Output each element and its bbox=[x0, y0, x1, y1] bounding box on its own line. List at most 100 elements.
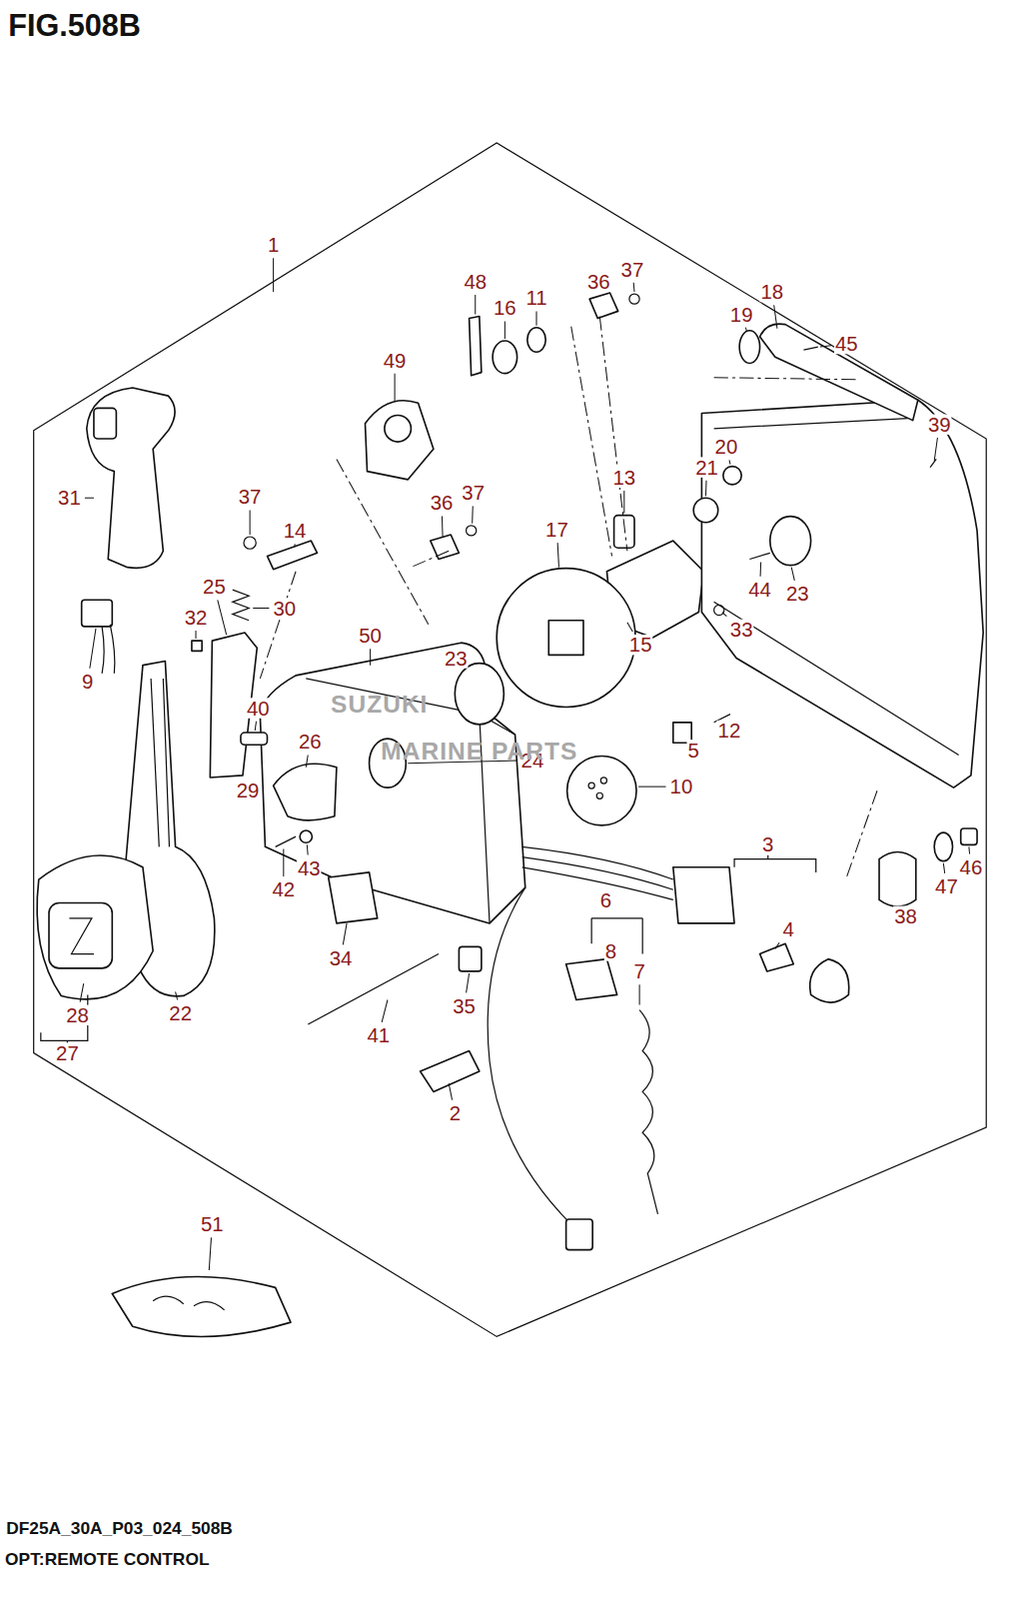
leader-line bbox=[760, 562, 763, 577]
callout-number: 33 bbox=[729, 619, 755, 640]
bracket bbox=[364, 400, 433, 480]
bushing bbox=[492, 340, 518, 374]
callout-number: 2 bbox=[448, 1102, 462, 1123]
ring bbox=[454, 663, 504, 725]
callout-number: 21 bbox=[694, 456, 720, 477]
callout-number: 3 bbox=[761, 834, 775, 855]
leader-line bbox=[272, 257, 274, 292]
callout-number: 7 bbox=[632, 961, 646, 982]
callout-number: 10 bbox=[669, 776, 695, 797]
callout-number: 44 bbox=[747, 579, 773, 600]
cam-hub bbox=[548, 620, 584, 656]
lanyard bbox=[639, 1010, 658, 1214]
callout-number: 34 bbox=[328, 947, 354, 968]
callout-number: 35 bbox=[451, 995, 477, 1016]
spring bbox=[232, 589, 249, 621]
leader-line bbox=[633, 282, 636, 292]
callout-number: 26 bbox=[297, 731, 323, 752]
callout-number: 40 bbox=[245, 697, 271, 718]
buzzer-hole bbox=[596, 792, 603, 799]
ring bbox=[770, 516, 812, 566]
callout-number: 46 bbox=[959, 857, 985, 878]
callout-number: 48 bbox=[462, 271, 488, 292]
callout-number: 22 bbox=[167, 1003, 193, 1024]
screw bbox=[275, 836, 296, 847]
block bbox=[458, 946, 481, 972]
leader-line bbox=[968, 846, 971, 854]
side-cover bbox=[701, 399, 984, 788]
screw bbox=[803, 346, 818, 350]
plate bbox=[420, 1050, 480, 1092]
callout-number: 45 bbox=[834, 333, 860, 354]
leader-line bbox=[208, 1236, 211, 1270]
callout-number: 42 bbox=[270, 879, 296, 900]
callout-number: 17 bbox=[544, 519, 570, 540]
hub-cover bbox=[36, 855, 153, 1000]
leader-line bbox=[705, 480, 708, 496]
neutral-switch bbox=[693, 497, 719, 523]
callout-number: 37 bbox=[460, 482, 486, 503]
screw bbox=[749, 552, 770, 559]
switch-cap bbox=[810, 959, 850, 1003]
callout-number: 8 bbox=[604, 940, 618, 961]
leader-line bbox=[504, 321, 506, 339]
leader-line bbox=[638, 786, 666, 788]
callout-number: 23 bbox=[785, 583, 811, 604]
callout-number: 36 bbox=[429, 492, 455, 513]
leader-line bbox=[249, 509, 251, 535]
callout-number: 32 bbox=[183, 606, 209, 627]
leader-line bbox=[217, 599, 227, 635]
cam-disc bbox=[496, 568, 636, 708]
emblem-mark bbox=[68, 918, 94, 955]
screw bbox=[930, 458, 937, 467]
nut bbox=[961, 828, 978, 845]
leader-line bbox=[474, 294, 476, 314]
callout-number: 27 bbox=[54, 1041, 80, 1062]
callout-number: 19 bbox=[729, 303, 755, 324]
callout-number: 14 bbox=[282, 520, 308, 541]
leader-line bbox=[195, 630, 197, 639]
leader-line bbox=[448, 1082, 452, 1099]
callout-number: 38 bbox=[893, 906, 919, 927]
cushion bbox=[879, 851, 917, 907]
callout-number: 25 bbox=[201, 576, 227, 597]
callout-number: 36 bbox=[586, 271, 612, 292]
leader-line bbox=[381, 1000, 388, 1023]
callout-number: 49 bbox=[382, 349, 408, 370]
leader-line bbox=[627, 622, 633, 632]
parts-bag bbox=[111, 1276, 291, 1337]
leader-line bbox=[934, 437, 938, 461]
callout-number: 13 bbox=[611, 467, 637, 488]
cable-end bbox=[430, 534, 460, 560]
bracket bbox=[734, 855, 817, 873]
watermark: MARINE PARTS bbox=[379, 738, 579, 764]
e-clip bbox=[629, 293, 640, 304]
bracket-hole bbox=[384, 415, 412, 443]
callout-number: 18 bbox=[759, 281, 785, 302]
leader-line bbox=[84, 497, 94, 499]
pin bbox=[266, 540, 317, 570]
buzzer-hole bbox=[588, 782, 595, 789]
washer bbox=[934, 832, 953, 862]
clip bbox=[328, 872, 378, 924]
leader-line bbox=[89, 628, 96, 669]
callout-number: 11 bbox=[524, 287, 548, 308]
ring bbox=[739, 330, 760, 364]
leader-line bbox=[252, 607, 269, 609]
key-switch bbox=[673, 867, 735, 924]
throttle-lever bbox=[469, 315, 482, 375]
callout-number: 15 bbox=[628, 634, 654, 655]
leader-line bbox=[79, 983, 84, 1002]
callout-number: 12 bbox=[717, 720, 743, 741]
callout-number: 30 bbox=[271, 597, 297, 618]
leader-line bbox=[294, 543, 296, 547]
exploded-illustration bbox=[0, 0, 1024, 1567]
lever-grip bbox=[760, 323, 919, 420]
leader-line bbox=[820, 345, 832, 347]
callout-number: 47 bbox=[934, 876, 960, 897]
plate bbox=[240, 732, 268, 745]
leader-line bbox=[254, 721, 256, 731]
callout-number: 23 bbox=[443, 647, 469, 668]
callout-number: 37 bbox=[237, 486, 263, 507]
leader-line bbox=[175, 991, 178, 1000]
